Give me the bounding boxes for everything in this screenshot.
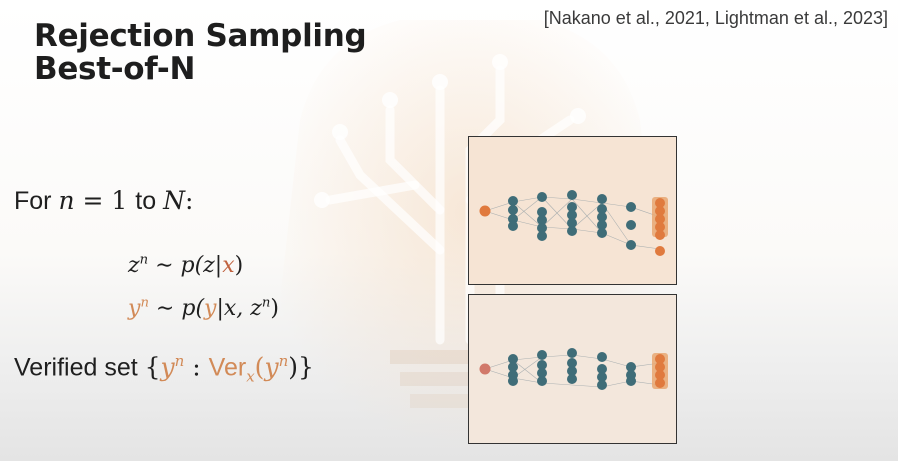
title-line-1: Rejection Sampling [34, 18, 367, 54]
verified-ver: Ver [208, 353, 247, 382]
y-op: ∼ p( [148, 296, 205, 321]
neural-network-icon [469, 295, 676, 443]
verified-arg-sup: n [278, 352, 289, 370]
verified-open: { [144, 352, 161, 382]
for-to: to [135, 187, 164, 215]
neural-network-icon [469, 137, 676, 284]
verified-arg-close: )} [288, 352, 314, 382]
y-rest: |x, z [216, 296, 262, 321]
title-line-2: Best-of-N [34, 51, 196, 87]
verified-arg-open: ( [254, 352, 265, 382]
z-lhs: z [128, 253, 140, 278]
y-close: ) [270, 296, 279, 321]
y-var: y [204, 296, 217, 321]
y-sample-line: yn ∼ p(y|x, zn) [128, 295, 279, 321]
y-sup: n [140, 295, 149, 311]
for-var: n [58, 186, 75, 215]
for-colon: : [184, 186, 194, 215]
y-sup2: n [261, 295, 271, 311]
z-op: ∼ p(z| [148, 253, 223, 278]
verified-sub: x [246, 367, 255, 386]
network-panel-top [468, 136, 677, 285]
z-close: ) [234, 253, 244, 278]
for-upper: N [163, 186, 185, 215]
for-eq: = 1 [74, 186, 136, 215]
y-lhs: y [128, 296, 141, 321]
network-panel-bottom [468, 294, 677, 444]
citation: [Nakano et al., 2021, Lightman et al., 2… [543, 8, 888, 28]
for-loop-line: For n = 1 to N: [14, 186, 193, 216]
z-sup: n [139, 252, 149, 268]
verified-colon: : [184, 352, 209, 382]
verified-arg-y: y [264, 352, 279, 382]
slide-title: Rejection Sampling Best-of-N [34, 18, 367, 87]
z-sample-line: zn ∼ p(z|x) [128, 252, 243, 278]
verified-label: Verified set [14, 353, 145, 382]
verified-y: y [160, 352, 175, 382]
verified-sup: n [174, 352, 185, 370]
verified-set-line: Verified set {yn : Verx(yn)} [14, 352, 314, 385]
z-cond: x [222, 253, 235, 278]
for-prefix: For [14, 187, 59, 215]
